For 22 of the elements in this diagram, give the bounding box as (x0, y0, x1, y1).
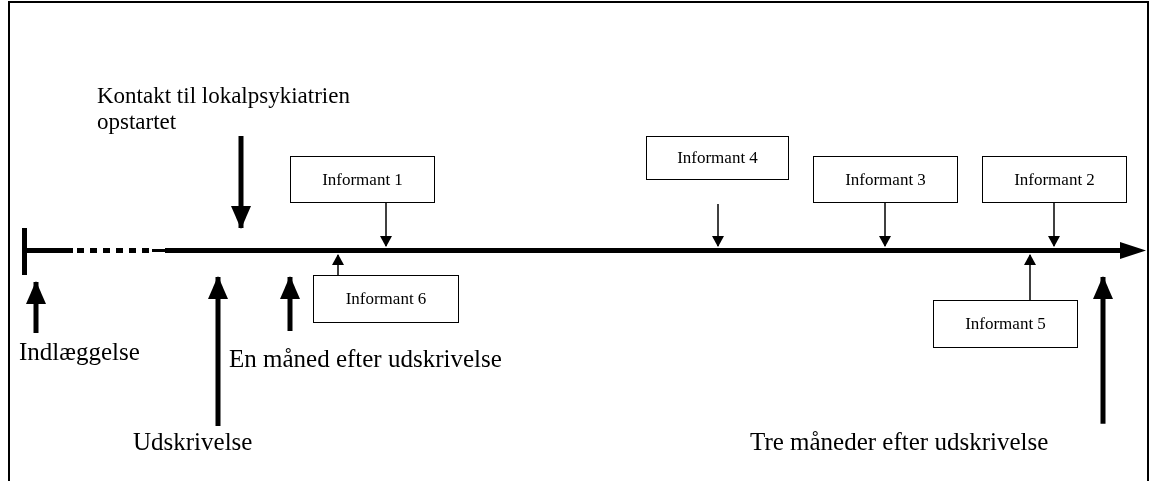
event-label: En måned efter udskrivelse (229, 345, 502, 374)
arrow (1093, 276, 1113, 424)
arrow (231, 136, 251, 229)
arrow (280, 276, 300, 331)
event-label: Kontakt til lokalpsykiatrien opstartet (97, 83, 397, 136)
arrow (712, 203, 724, 247)
arrow (1024, 254, 1036, 301)
arrow (1048, 202, 1060, 247)
event-label: Tre måneder efter udskrivelse (750, 428, 1049, 457)
arrow (208, 276, 228, 426)
arrow (879, 202, 891, 247)
event-label: Indlæggelse (19, 338, 140, 367)
informant-box: Informant 5 (933, 300, 1078, 348)
informant-box: Informant 1 (290, 156, 435, 203)
arrow (332, 254, 344, 276)
arrow (26, 281, 46, 333)
informant-box: Informant 3 (813, 156, 958, 203)
informant-box: Informant 2 (982, 156, 1127, 203)
arrow (380, 202, 392, 247)
informant-box: Informant 4 (646, 136, 789, 180)
informant-box: Informant 6 (313, 275, 459, 323)
event-label: Udskrivelse (133, 428, 253, 457)
